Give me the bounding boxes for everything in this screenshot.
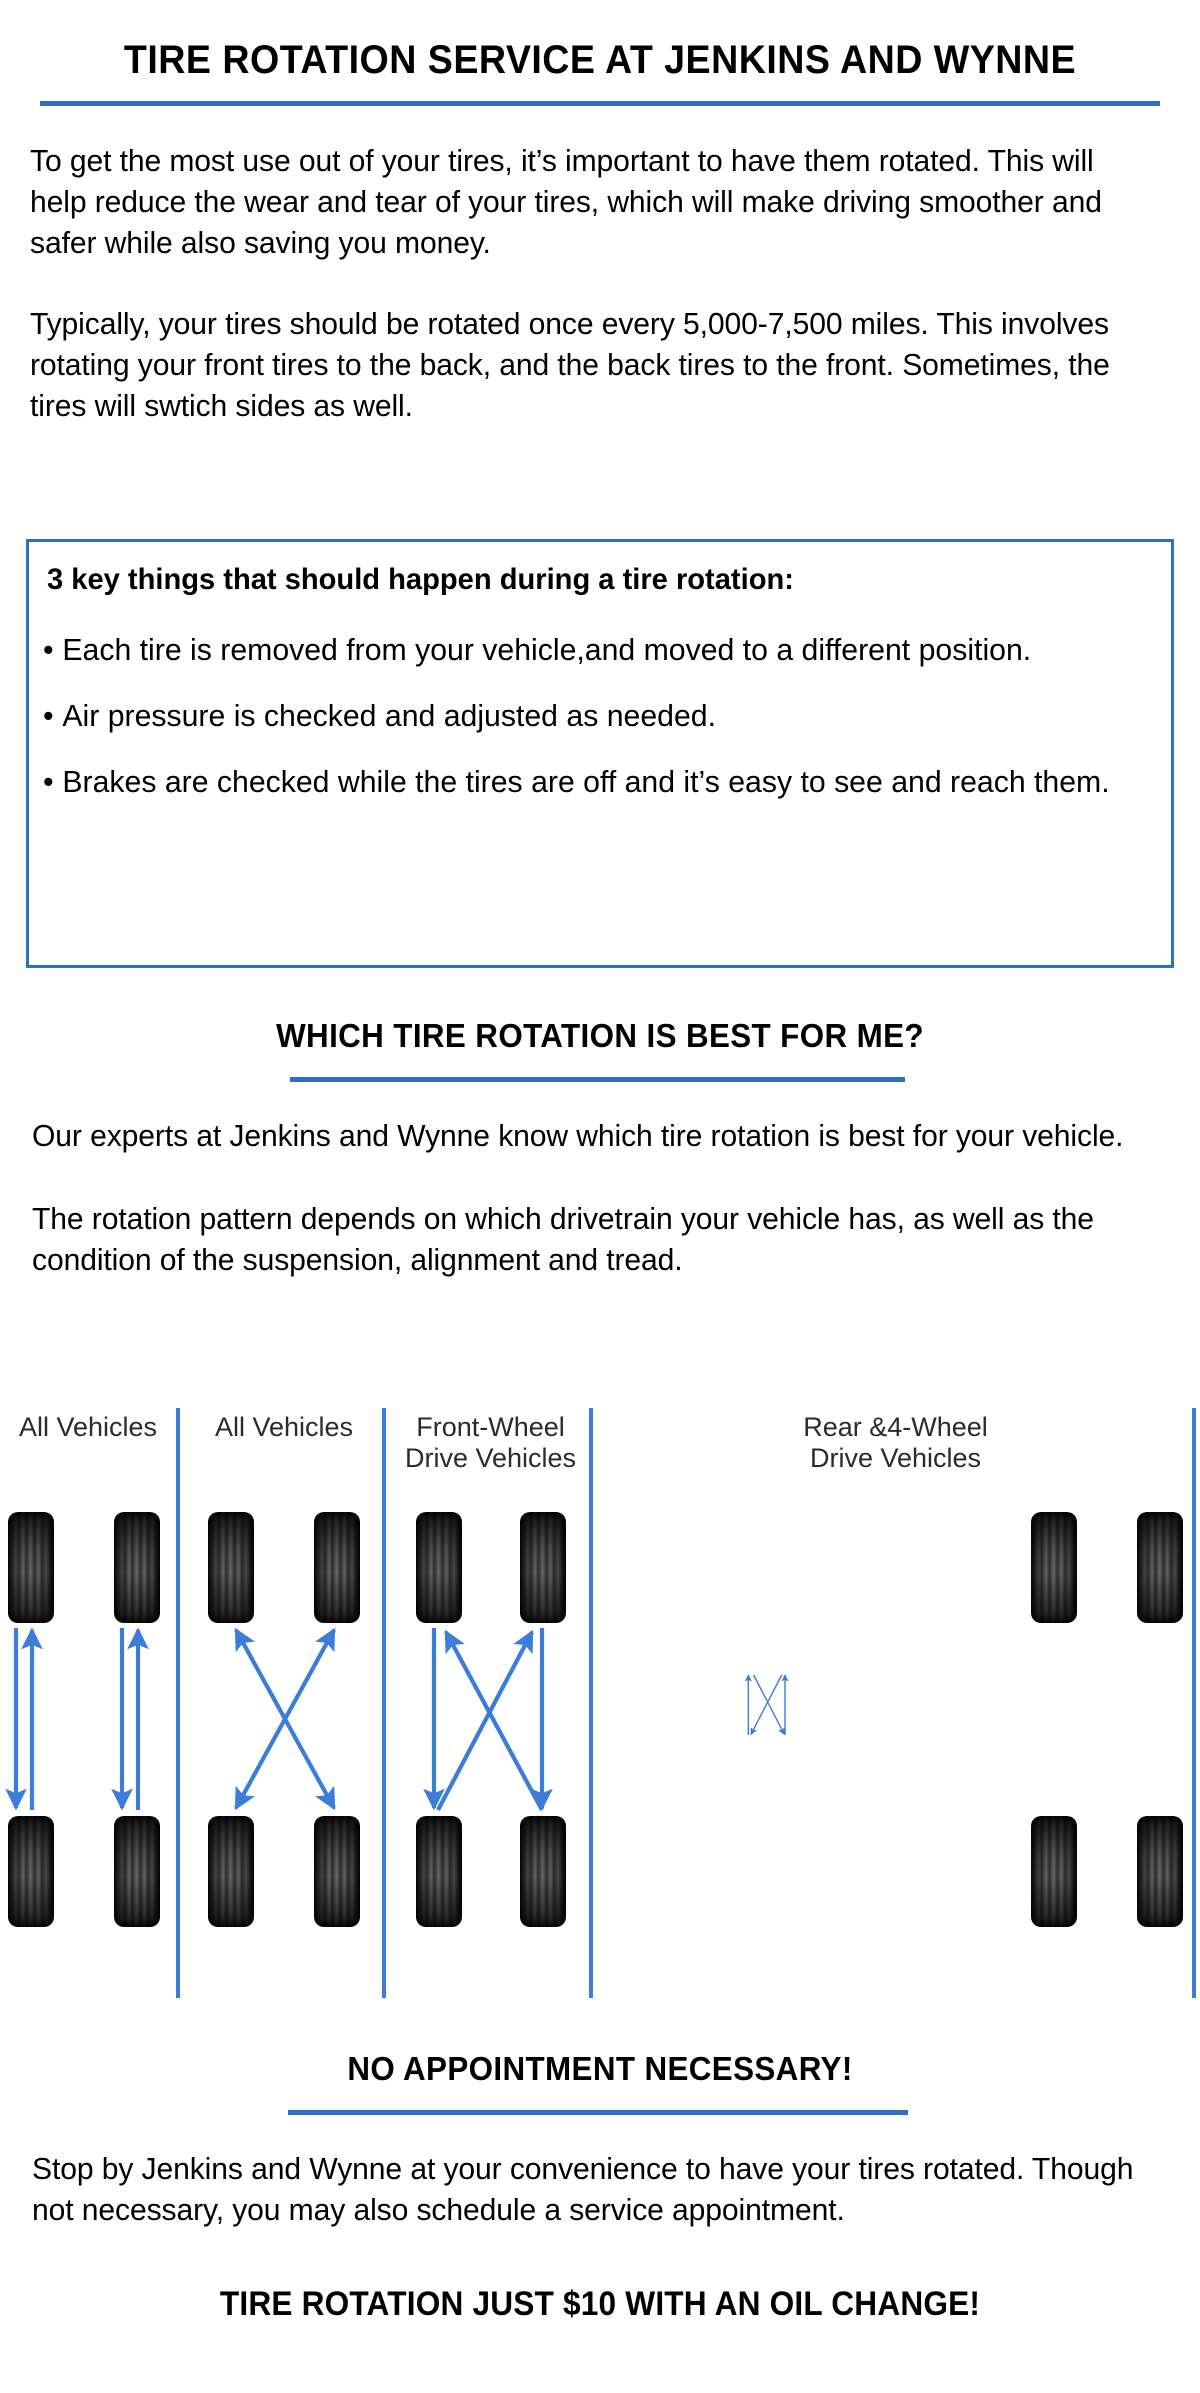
which-rotation-title: WHICH TIRE ROTATION IS BEST FOR ME? bbox=[276, 1017, 924, 1054]
key-points-heading: 3 key things that should happen during a… bbox=[47, 563, 794, 596]
tire-rear-right bbox=[314, 1816, 360, 1927]
rotation-pattern-diagram: All Vehicles All Ve bbox=[0, 1390, 1200, 2005]
diagram-panel-front-wheel-drive: Front-Wheel Drive Vehicles bbox=[392, 1390, 589, 2005]
tire-front-right bbox=[520, 1512, 566, 1623]
tire-front-left bbox=[1031, 1512, 1077, 1623]
diagram-panel-all-vehicles-straight: All Vehicles bbox=[0, 1390, 176, 2005]
price-offer-line: TIRE ROTATION JUST $10 WITH AN OIL CHANG… bbox=[219, 2285, 981, 2323]
list-item: Brakes are checked while the tires are o… bbox=[43, 762, 1127, 802]
list-item: Each tire is removed from your vehicle,a… bbox=[43, 630, 1127, 670]
page-title: TIRE ROTATION SERVICE AT JENKINS AND WYN… bbox=[123, 38, 1077, 82]
panel-3-arrows bbox=[423, 1628, 553, 1811]
diagram-panel-rear-four-wheel-drive: Rear &4-Wheel Drive Vehicles bbox=[599, 1390, 1183, 2005]
tire-rear-right bbox=[1137, 1816, 1183, 1927]
arrow-front-right-to-rear-left bbox=[750, 1674, 783, 1736]
arrow-rear-left-to-front-right bbox=[436, 1629, 534, 1811]
tire-front-left bbox=[208, 1512, 254, 1623]
intro-paragraph-2: Typically, your tires should be rotated … bbox=[30, 306, 1110, 423]
panel-divider-1 bbox=[176, 1408, 180, 1998]
arrow-front-right-rear-left bbox=[234, 1627, 336, 1811]
tire-front-left bbox=[416, 1512, 462, 1623]
list-item: Air pressure is checked and adjusted as … bbox=[43, 696, 1127, 736]
panel-1-arrows bbox=[5, 1627, 149, 1811]
panel-label: All Vehicles bbox=[214, 1412, 354, 1442]
tire-front-left bbox=[8, 1512, 54, 1623]
tire-rear-right bbox=[114, 1816, 160, 1927]
panel-label: Rear &4-Wheel Drive Vehicles bbox=[803, 1412, 988, 1473]
panel-divider-4 bbox=[1192, 1408, 1196, 1998]
key-points-list: Each tire is removed from your vehicle,a… bbox=[43, 630, 1127, 828]
footer-paragraph: Stop by Jenkins and Wynne at your conven… bbox=[32, 2151, 1134, 2227]
panel-divider-2 bbox=[382, 1408, 386, 1998]
tire-rear-right bbox=[520, 1816, 566, 1927]
panel-label: Front-Wheel Drive Vehicles bbox=[404, 1412, 577, 1473]
intro-paragraph-1: To get the most use out of your tires, i… bbox=[30, 143, 1102, 260]
arrow-rear-right-to-front-left bbox=[444, 1629, 544, 1811]
tire-rear-left bbox=[208, 1816, 254, 1927]
which-rotation-paragraph-2: The rotation pattern depends on which dr… bbox=[32, 1201, 1094, 1277]
panel-divider-3 bbox=[589, 1408, 593, 1998]
no-appointment-title: NO APPOINTMENT NECESSARY! bbox=[347, 2050, 853, 2087]
panel-4-arrows bbox=[744, 1674, 789, 1736]
key-points-box: 3 key things that should happen during a… bbox=[26, 539, 1174, 968]
arrow-front-left-to-rear-right bbox=[753, 1674, 785, 1736]
panel-2-arrows bbox=[234, 1627, 336, 1811]
no-appointment-underline-rule bbox=[288, 2110, 908, 2115]
tire-rear-left bbox=[1031, 1816, 1077, 1927]
title-underline-rule bbox=[40, 101, 1160, 106]
tire-front-right bbox=[314, 1512, 360, 1623]
tire-front-right bbox=[1137, 1512, 1183, 1623]
panel-label: All Vehicles bbox=[18, 1412, 158, 1442]
which-rotation-paragraph-1: Our experts at Jenkins and Wynne know wh… bbox=[32, 1118, 1124, 1153]
which-rotation-underline-rule bbox=[290, 1077, 905, 1082]
tire-front-right bbox=[114, 1512, 160, 1623]
tire-rear-left bbox=[8, 1816, 54, 1927]
diagram-panel-all-vehicles-cross: All Vehicles bbox=[186, 1390, 382, 2005]
tire-rear-left bbox=[416, 1816, 462, 1927]
